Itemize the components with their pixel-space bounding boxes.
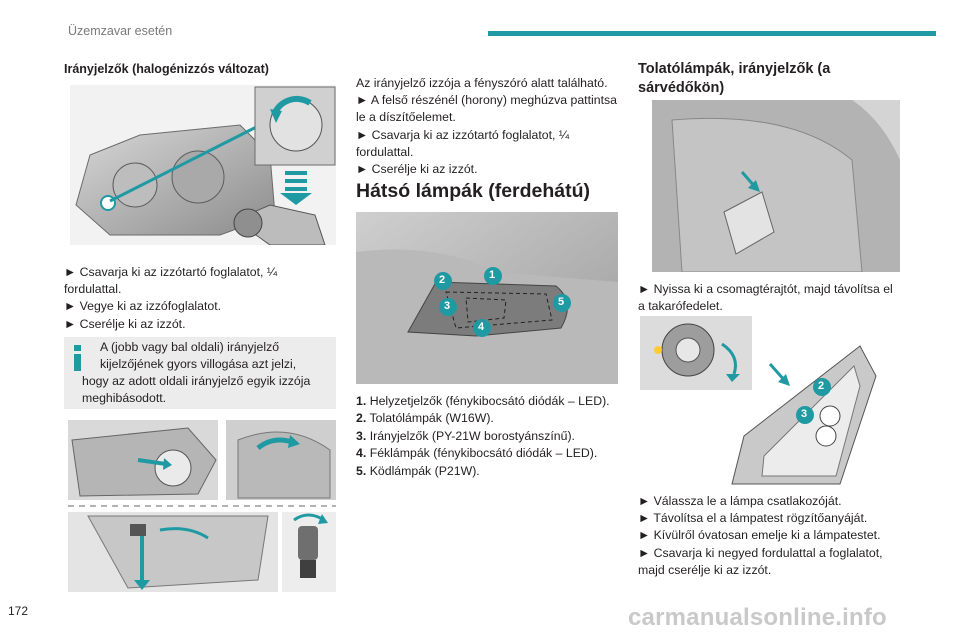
legend-item: 4. Féklámpák (fénykibocsátó diódák – LED… (356, 446, 598, 461)
legend-item: 5. Ködlámpák (P21W). (356, 463, 480, 478)
callout-r2: 2 (818, 380, 825, 392)
callout-4: 4 (478, 321, 485, 333)
turn-signal-heading: Irányjelzők (halogénizzós változat) (64, 62, 269, 76)
boot-cover-illustration (652, 100, 900, 273)
info-icon (74, 345, 81, 371)
legend-item: 2. Tolatólámpák (W16W). (356, 411, 494, 426)
callout-1: 1 (489, 269, 496, 281)
headlamp-bulb-illustration (70, 85, 336, 245)
turn-signal-intro: Az irányjelző izzója a fényszóró alatt t… (356, 76, 617, 177)
rear-lamp-steps: ► Válassza le a lámpa csatlakozóját. ► T… (638, 494, 883, 577)
header-accent-bar (488, 31, 936, 36)
rear-lamps-illustration: 1 2 3 4 5 (356, 212, 618, 384)
running-header: Üzemzavar esetén (68, 24, 173, 38)
callout-3: 3 (444, 300, 451, 312)
callout-r3: 3 (801, 408, 808, 420)
rear-lamp-unit-illustration: 2 3 (640, 316, 896, 486)
rear-lamps-legend: 1. Helyzetjelzők (fénykibocsátó diódák –… (356, 393, 626, 480)
page-number: 172 (8, 604, 29, 618)
legend-item: 1. Helyzetjelzők (fénykibocsátó diódák –… (356, 394, 610, 408)
boot-cover-step: ► Nyissa ki a csomagtérajtót, majd távol… (638, 282, 893, 314)
turn-signal-steps: ► Csavarja ki az izzótartó foglalatot, ¼… (64, 265, 278, 331)
info-text: A (jobb vagy bal oldali) irányjelző kije… (82, 340, 311, 405)
info-box: A (jobb vagy bal oldali) irányjelző kije… (64, 337, 336, 409)
reversing-lamps-title: Tolatólámpák, irányjelzők (a sárvédőkön) (638, 61, 831, 96)
callout-5: 5 (558, 296, 565, 308)
callout-2: 2 (439, 274, 446, 286)
legend-item: 3. Irányjelzők (PY-21W borostyánszínű). (356, 428, 575, 443)
rear-callouts (434, 267, 571, 337)
watermark: carmanualsonline.info (628, 604, 887, 631)
front-turn-signal-illustration (68, 420, 336, 592)
rear-lamps-title: Hátsó lámpák (ferdehátú) (356, 180, 591, 202)
